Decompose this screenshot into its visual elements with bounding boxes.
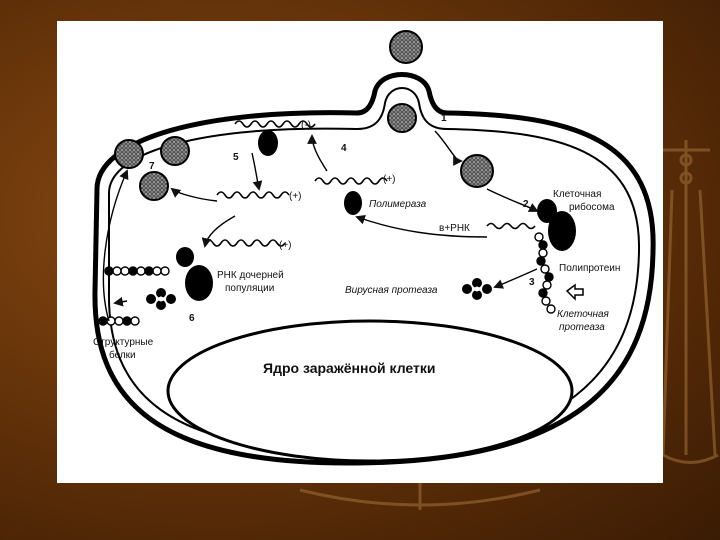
viral-replication-diagram: Ядро заражённой клетки xyxy=(92,30,656,466)
cell-membrane xyxy=(92,72,656,466)
label-structural-line1: Структурные xyxy=(93,337,154,348)
virus-particle-uncoating xyxy=(460,154,494,188)
step-4: 4 xyxy=(341,143,347,154)
label-structural-line2: белки xyxy=(109,349,136,361)
rna-strand-daughter xyxy=(204,239,286,247)
label-plus-strand-top: (+) xyxy=(383,174,396,185)
label-polyprotein: Полипротеин xyxy=(559,263,620,274)
label-daughter-rna-line1: РНК дочерней xyxy=(217,270,284,281)
label-viral-protease: Вирусная протеаза xyxy=(345,285,438,296)
rna-strand-plus-top xyxy=(314,177,388,185)
virus-particle-outside xyxy=(389,30,423,64)
rna-strand-plus-left xyxy=(216,191,290,199)
label-ribosome-line2: рибосома xyxy=(569,201,615,213)
rna-strand-minus xyxy=(234,120,316,128)
viral-protease-icon xyxy=(462,278,492,300)
mrna-strand xyxy=(486,222,536,230)
label-minus-strand: (-) xyxy=(301,120,311,131)
structural-protease-icon xyxy=(146,288,176,310)
daughter-rna-polymerase xyxy=(185,265,213,301)
virus-particle-released-2 xyxy=(160,136,190,166)
step-3: 3 xyxy=(529,277,535,288)
label-mrna: в+РНК xyxy=(439,223,470,234)
nucleus-label: Ядро заражённой клетки xyxy=(263,360,435,376)
label-plus-strand-daughter: (+) xyxy=(279,240,292,251)
step-5: 5 xyxy=(233,152,239,163)
nucleus xyxy=(166,319,574,463)
label-daughter-rna-line2: популяции xyxy=(225,283,274,294)
virus-particle-released-1 xyxy=(114,139,144,169)
virus-particle-released-3 xyxy=(139,171,169,201)
label-polymerase: Полимераза xyxy=(369,199,427,210)
virus-particle-entering xyxy=(387,103,417,133)
polymerase-blob xyxy=(344,191,362,215)
label-ribosome-line1: Клеточная xyxy=(553,189,601,200)
step-7: 7 xyxy=(149,161,155,172)
label-cell-protease-line1: Клеточная xyxy=(557,309,610,320)
ribosome-small xyxy=(537,199,557,223)
daughter-rna-polymerase-2 xyxy=(176,247,194,267)
step-6: 6 xyxy=(189,313,195,324)
ribosome-large xyxy=(548,211,576,251)
label-cell-protease-line2: протеаза xyxy=(559,322,605,333)
diagram-panel: Ядро заражённой клетки xyxy=(57,21,663,483)
label-plus-strand-left: (+) xyxy=(289,191,302,202)
step-2: 2 xyxy=(523,199,529,210)
polymerase-blob-minus xyxy=(258,130,278,156)
cell-protease-icon xyxy=(565,283,584,301)
step-1: 1 xyxy=(441,113,447,124)
